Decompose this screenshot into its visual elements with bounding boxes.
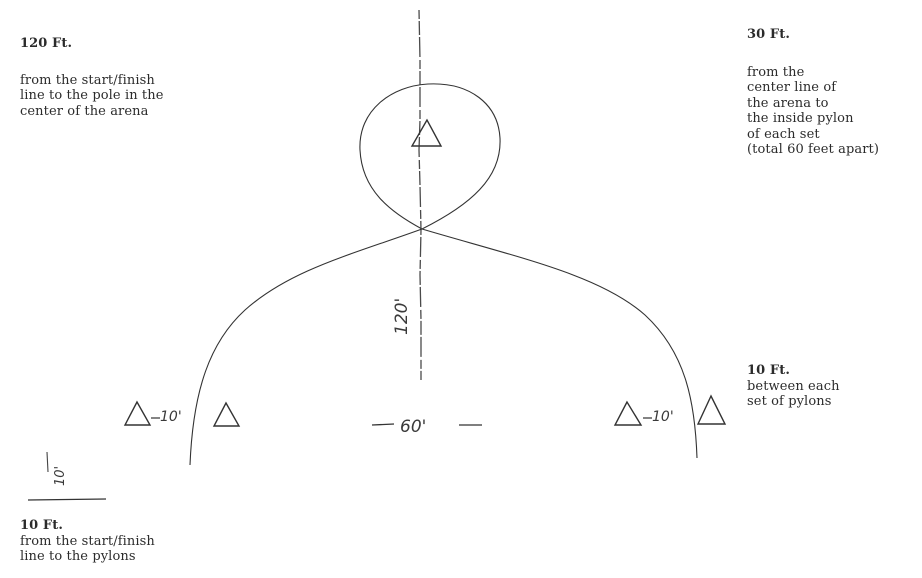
path-loop xyxy=(359,83,501,230)
centerline-distance-heading: 30 Ft. xyxy=(747,27,790,42)
pole-distance-heading: 120 Ft. xyxy=(20,36,73,51)
pole-distance-text: from the start/finish line to the pole i… xyxy=(20,72,164,119)
start-to-pylons-text: from the start/finish line to the pylons xyxy=(20,533,155,565)
right-pylon-gap-label: 10' xyxy=(652,409,674,425)
center-gap-dash-left xyxy=(371,423,395,426)
pole-triangle-icon xyxy=(410,118,443,147)
center-gap-label: 60' xyxy=(400,417,426,437)
pylon-spacing-note: 10 Ft. between each set of pylons xyxy=(747,363,840,410)
right-outer-pylon-icon xyxy=(696,394,727,425)
left-outer-pylon-icon xyxy=(123,400,152,426)
pole-length-label: 120' xyxy=(392,298,412,335)
left-pylon-gap-label: 10' xyxy=(160,409,182,425)
center-line xyxy=(418,9,422,380)
left-inner-pylon-icon xyxy=(212,401,241,427)
start-tick xyxy=(46,451,49,473)
start-to-pylons-heading: 10 Ft. xyxy=(20,518,63,533)
pole-distance-note: 120 Ft. from the start/finish line to th… xyxy=(20,36,164,119)
start-gap-label: 10' xyxy=(53,466,68,486)
start-finish-line xyxy=(27,498,107,501)
pylon-spacing-text: between each set of pylons xyxy=(747,378,840,410)
right-inner-pylon-icon xyxy=(613,400,643,426)
path-right xyxy=(421,228,698,459)
centerline-distance-note: 30 Ft. from the center line of the arena… xyxy=(747,27,879,158)
pylon-spacing-heading: 10 Ft. xyxy=(747,363,790,378)
centerline-distance-text: from the center line of the arena to the… xyxy=(747,64,880,158)
start-to-pylons-note: 10 Ft. from the start/finish line to the… xyxy=(20,518,155,565)
path-left xyxy=(189,228,423,466)
